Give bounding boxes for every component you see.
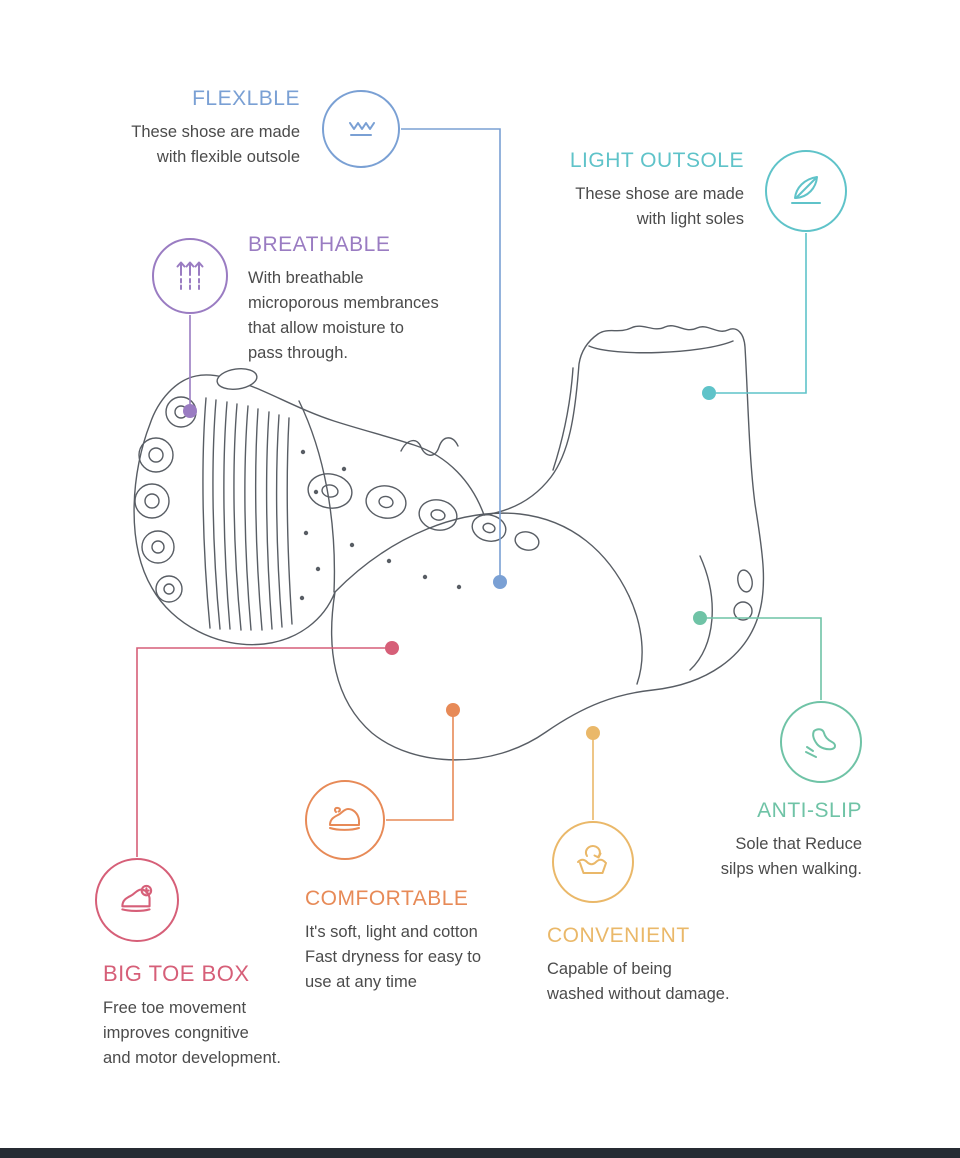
feature-convenient-title: CONVENIENT xyxy=(547,924,690,947)
feature-flexible-desc: These shose are made with flexible outso… xyxy=(131,123,300,167)
marker-dot-light-outsole xyxy=(702,386,716,400)
feature-anti-slip-badge xyxy=(780,701,862,783)
feature-big-toe-box: BIG TOE BOX Free toe movement improves c… xyxy=(103,961,343,1071)
connector-big-toe-box xyxy=(136,647,386,857)
connector-flexible xyxy=(401,128,501,578)
feature-light-outsole-title: LIGHT OUTSOLE xyxy=(569,149,744,172)
toe-box-shoe-icon xyxy=(114,877,160,923)
feature-breathable: BREATHABLE With breathable microporous m… xyxy=(248,232,488,366)
feature-anti-slip: ANTI-SLIP Sole that Reduce silps when wa… xyxy=(622,798,862,882)
marker-dot-comfortable xyxy=(446,703,460,717)
marker-dot-big-toe-box xyxy=(385,641,399,655)
feature-convenient: CONVENIENT Capable of being washed witho… xyxy=(547,923,787,1007)
soft-shoe-icon xyxy=(323,798,367,842)
marker-dot-flexible xyxy=(493,575,507,589)
feature-breathable-desc: With breathable microporous membrances t… xyxy=(248,269,439,363)
anti-slip-foot-icon xyxy=(799,720,843,764)
footer-bar xyxy=(0,1148,960,1158)
feather-icon xyxy=(784,169,828,213)
feature-comfortable: COMFORTABLE It's soft, light and cotton … xyxy=(305,886,535,995)
feature-flexible-badge xyxy=(322,90,400,168)
breathe-arrows-icon xyxy=(168,254,212,298)
shoe-outline xyxy=(133,325,765,761)
feature-big-toe-box-title: BIG TOE BOX xyxy=(103,961,250,986)
feature-comfortable-title: COMFORTABLE xyxy=(305,887,469,910)
flexible-wave-icon xyxy=(339,107,383,151)
marker-dots xyxy=(183,386,716,740)
marker-dot-breathable xyxy=(183,404,197,418)
feature-flexible-title: FLEXLBLE xyxy=(192,87,300,110)
marker-dot-anti-slip xyxy=(693,611,707,625)
feature-big-toe-box-desc: Free toe movement improves congnitive an… xyxy=(103,999,281,1068)
connector-lines xyxy=(136,128,822,857)
wash-icon xyxy=(571,840,615,884)
feature-light-outsole-desc: These shose are made with light soles xyxy=(575,185,744,229)
feature-flexible: FLEXLBLE These shose are made with flexi… xyxy=(50,86,300,170)
connector-anti-slip xyxy=(706,617,822,700)
feature-comfortable-desc: It's soft, light and cotton Fast dryness… xyxy=(305,923,482,992)
connector-comfortable xyxy=(386,716,454,821)
feature-anti-slip-title: ANTI-SLIP xyxy=(757,799,862,822)
feature-big-toe-box-badge xyxy=(95,858,179,942)
feature-anti-slip-desc: Sole that Reduce silps when walking. xyxy=(720,835,862,879)
connector-light-outsole xyxy=(716,233,807,394)
feature-breathable-badge xyxy=(152,238,228,314)
feature-light-outsole: LIGHT OUTSOLE These shose are made with … xyxy=(484,148,744,232)
feature-convenient-desc: Capable of being washed without damage. xyxy=(547,960,730,1004)
feature-comfortable-badge xyxy=(305,780,385,860)
feature-breathable-title: BREATHABLE xyxy=(248,233,391,256)
marker-dot-convenient xyxy=(586,726,600,740)
feature-light-outsole-badge xyxy=(765,150,847,232)
grip-dots xyxy=(299,449,462,601)
feature-convenient-badge xyxy=(552,821,634,903)
